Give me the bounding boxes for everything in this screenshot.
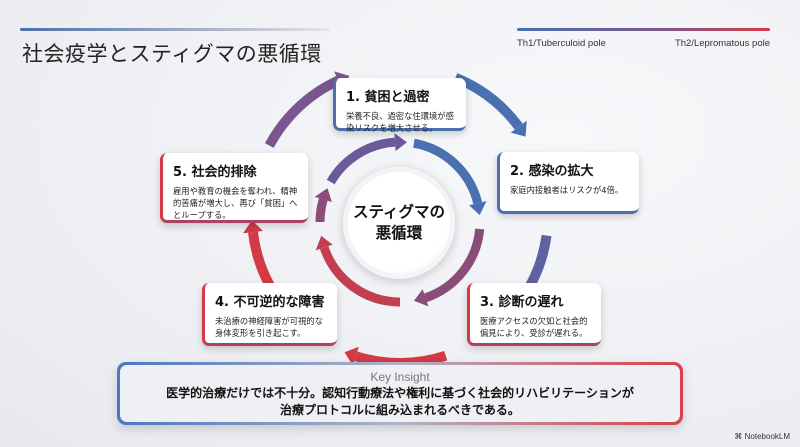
inner-arrow-bottom-right-head — [413, 289, 429, 307]
card-title: 5. 社会的排除 — [173, 165, 257, 180]
notebooklm-brand: ⌘ NotebookLM — [734, 432, 790, 441]
center-line-2: 悪循環 — [375, 224, 423, 242]
card-body: 未治療の神経障害が可視的な身体変形を引き起こす。 — [215, 316, 323, 338]
card-infection: 2. 感染の拡大 家庭内接触者はリスクが4倍。 — [497, 152, 639, 214]
center-line-1: スティグマの — [352, 203, 446, 221]
legend-left-label: Th1/Tuberculoid pole — [517, 38, 606, 49]
brand-label: NotebookLM — [744, 432, 790, 441]
card-title: 2. 感染の拡大 — [510, 164, 594, 179]
key-insight-line-2: 治療プロトコルに組み込まれるべきである。 — [280, 403, 520, 417]
inner-arrow-left-shaft — [315, 198, 328, 223]
card-diagnosis-delay: 3. 診断の遅れ 医療アクセスの欠如と社会的偏見により、受診が遅れる。 — [467, 283, 601, 346]
inner-arrow-bottom-left-head — [315, 235, 333, 251]
card-body: 栄養不良、過密な住環境が感染リスクを増大させる。 — [346, 111, 454, 133]
key-insight-line-1: 医学的治療だけでは不十分。認知行動療法や権利に基づく社会的リハビリテーションが — [166, 386, 634, 400]
card-title: 3. 診断の遅れ — [480, 295, 564, 310]
card-title: 4. 不可逆的な障害 — [215, 295, 325, 310]
key-insight-label: Key Insight — [370, 370, 430, 384]
outer-arrow-4-5-head — [243, 220, 263, 234]
card-social-exclusion: 5. 社会的排除 雇用や教育の機会を奪われ、精神的苦痛が増大し、再び「貧困」へと… — [160, 153, 308, 223]
center-circle: スティグマの悪循環 — [343, 167, 455, 279]
card-body: 家庭内接触者はリスクが4倍。 — [510, 185, 624, 195]
card-disability: 4. 不可逆的な障害 未治療の神経障害が可視的な身体変形を引き起こす。 — [202, 283, 337, 346]
key-insight-box: Key Insight 医学的治療だけでは不十分。認知行動療法や権利に基づく社会… — [117, 362, 683, 425]
card-body: 雇用や教育の機会を奪われ、精神的苦痛が増大し、再び「貧困」へとループする。 — [173, 186, 298, 220]
outer-arrow-1-2-head — [510, 120, 527, 137]
header-accent-bar — [20, 28, 330, 31]
inner-arrow-left-head — [314, 188, 332, 202]
legend-right-label: Th2/Lepromatous pole — [674, 38, 770, 49]
th-spectrum-bar — [517, 28, 770, 31]
card-body: 医療アクセスの欠如と社会的偏見により、受診が遅れる。 — [480, 316, 588, 338]
inner-arrow-top-head — [394, 133, 407, 152]
inner-arrow-right-shaft — [413, 138, 483, 205]
card-title: 1. 貧困と過密 — [346, 90, 430, 105]
outer-arrow-5-1-shaft — [264, 75, 341, 148]
outer-arrow-3-4-head — [344, 346, 359, 366]
card-poverty: 1. 貧困と過密 栄養不良、過密な住環境が感染リスクを増大させる。 — [333, 78, 466, 133]
inner-arrow-right-head — [469, 201, 487, 216]
page-title: 社会疫学とスティグマの悪循環 — [22, 42, 322, 66]
inner-arrow-top-shaft — [326, 137, 396, 185]
inner-arrow-bottom-right-shaft — [423, 228, 485, 303]
inner-arrow-bottom-left-shaft — [319, 245, 401, 307]
